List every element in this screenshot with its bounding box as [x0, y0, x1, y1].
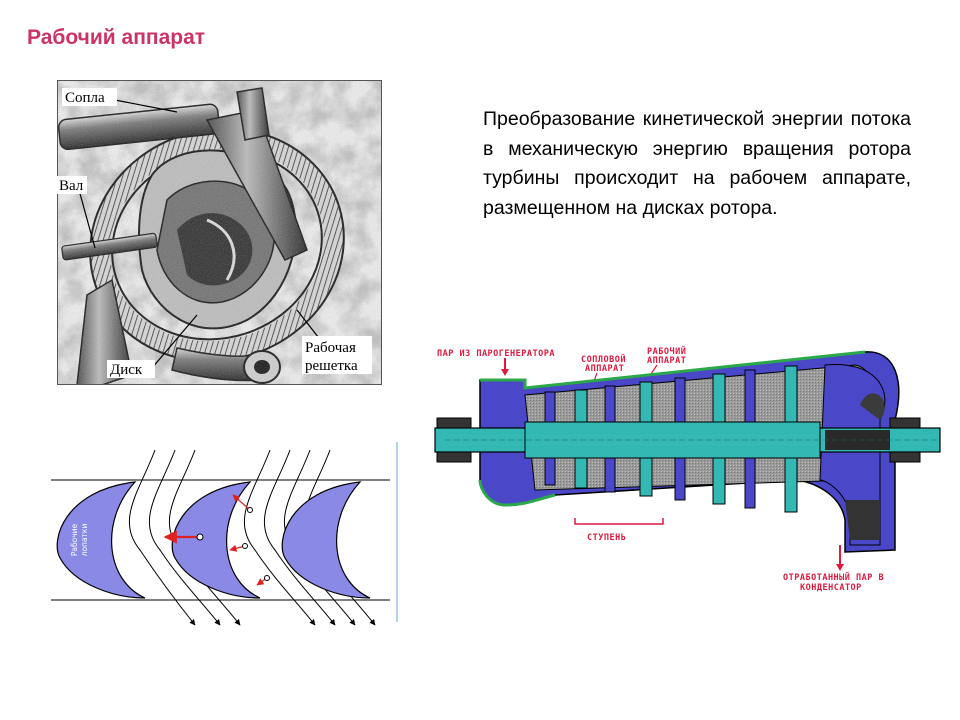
label-stage: СТУПЕНЬ	[587, 533, 626, 543]
turbine-schematic: ПАР ИЗ ПАРОГЕНЕРАТОРА СОПЛОВОЙ АППАРАТ Р…	[434, 345, 941, 593]
blade-cascade-diagram: Рабочие лопатки	[51, 442, 398, 626]
label-working-2: АППАРАТ	[647, 356, 686, 366]
label-blades-1: Рабочие	[70, 523, 79, 556]
label-nozzles: Сопла	[65, 90, 105, 106]
blade-profiles	[56, 481, 371, 599]
label-nozzle-1: СОПЛОВОЙ	[581, 353, 626, 365]
label-shaft: Вал	[59, 178, 84, 194]
page-title: Рабочий аппарат	[27, 26, 206, 49]
label-disk: Диск	[110, 362, 143, 378]
label-steam-in: ПАР ИЗ ПАРОГЕНЕРАТОРА	[437, 349, 555, 359]
label-blades-2: лопатки	[80, 524, 89, 557]
label-exhaust-1: ОТРАБОТАННЫЙ ПАР В	[783, 571, 884, 583]
label-working-grid-1: Рабочая	[305, 340, 356, 356]
label-nozzle-2: АППАРАТ	[585, 364, 624, 374]
description-paragraph: Преобразование кинетической энергии пото…	[483, 108, 911, 219]
label-working-1: РАБОЧИЙ	[647, 345, 686, 357]
label-working-grid-2: решетка	[305, 358, 358, 374]
label-exhaust-2: КОНДЕНСАТОР	[800, 583, 862, 593]
turbine-photo: Сопла Вал Диск Рабочая решетка	[57, 80, 382, 385]
